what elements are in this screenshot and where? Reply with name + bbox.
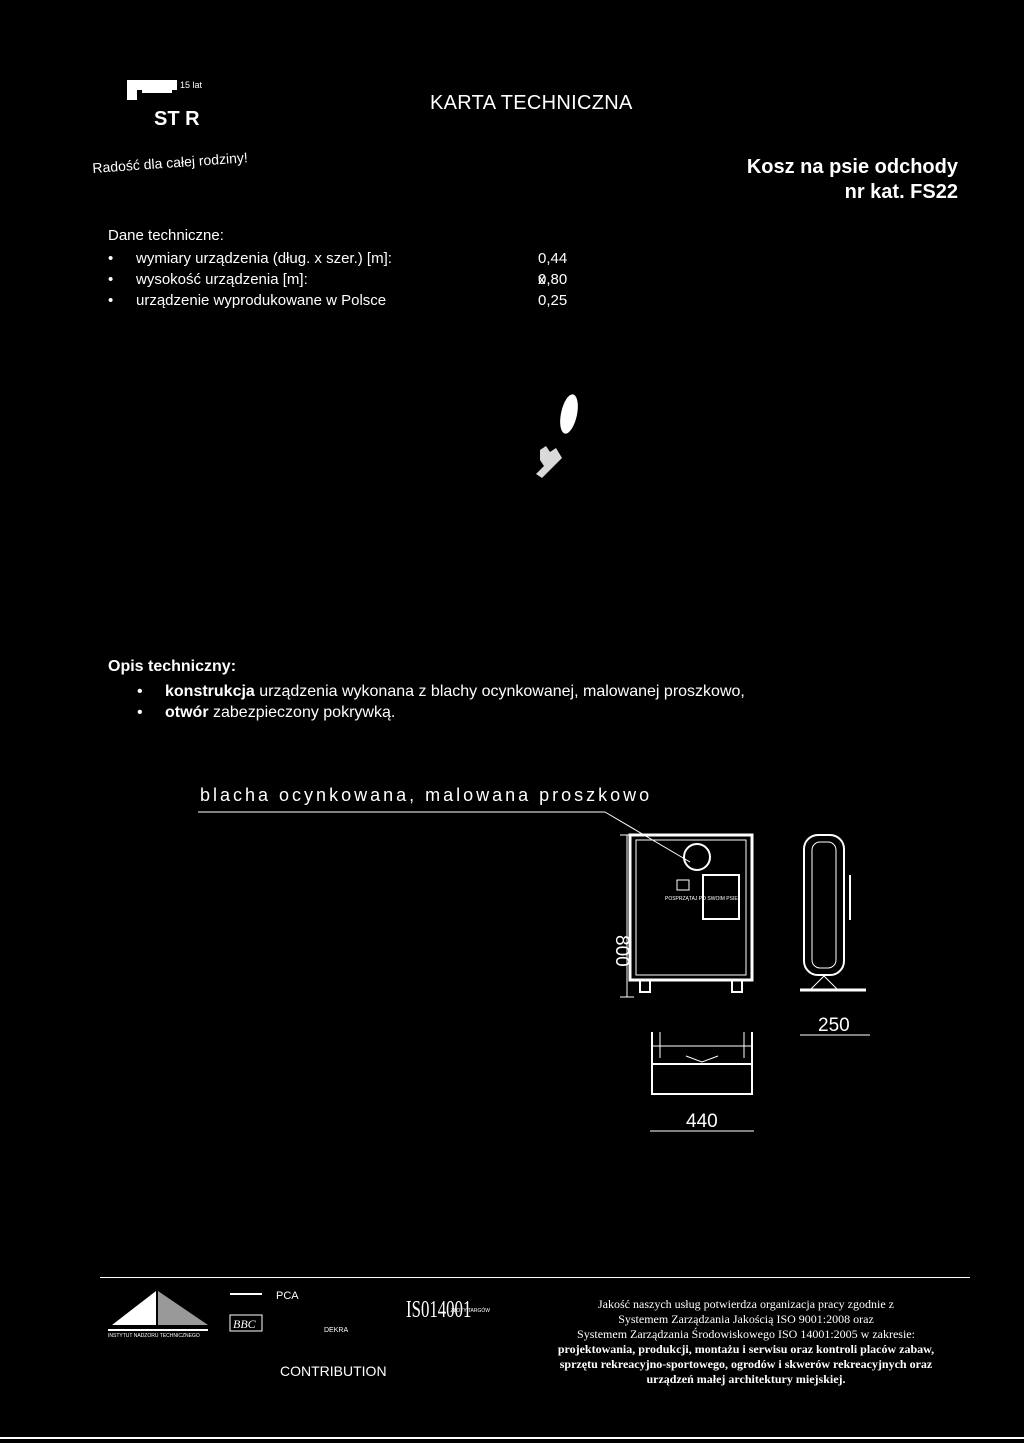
spec-item: urządzenie wyprodukowane w Polsce [108,290,392,311]
iso-14001-mark: IS014001 [406,1297,472,1323]
spec-value: 0,44 x 0,25 [538,250,568,309]
bbc-logo: BBC [233,1317,257,1331]
pca-logo: PCA [276,1290,299,1302]
technical-drawing: POSPRZĄTAJ PO SWOIM PSIE 800 440 250 [198,811,870,1132]
footer-divider [100,1277,970,1278]
logo-badge: 15 lat [180,80,203,90]
document-title: KARTA TECHNICZNA [430,92,633,114]
contribution-label: CONTRIBUTION [280,1363,387,1379]
award-logo: ZŁOTY TARGÓW [451,1307,491,1314]
spec-item: wymiary urządzenia (dług. x szer.) [m]: … [108,248,567,309]
page-bottom-border [0,1437,1024,1439]
depth-dimension: 250 [818,1015,850,1036]
technical-description: Opis techniczny: konstrukcja urządzenia … [108,656,745,723]
logo-text: ST R [154,108,200,128]
description-item: konstrukcja urządzenia wykonana z blachy… [137,681,745,702]
description-item: otwór zabezpieczony pokrywką. [137,702,745,723]
quality-statement: Jakość naszych usług potwierdza organiza… [557,1297,935,1386]
spec-item: wysokość urządzenia [m]: 0,80 [108,269,567,290]
dekra-logo: DEKRA [324,1327,348,1334]
height-dimension: 800 [611,935,632,967]
svg-text:INSTYTUT NADZORU TECHNICZNEGO: INSTYTUT NADZORU TECHNICZNEGO [108,1333,200,1339]
material-label: blacha ocynkowana, malowana proszkowo [200,785,653,805]
certification-logos: INSTYTUT NADZORU TECHNICZNEGO BBC PCA DE… [108,1290,491,1339]
product-name: Kosz na psie odchody [746,156,958,178]
width-dimension: 440 [686,1111,718,1132]
description-heading: Opis techniczny: [108,658,237,675]
product-photo [520,390,600,500]
company-logo: 15 lat ST R [122,78,222,130]
front-sign: POSPRZĄTAJ PO SWOIM PSIE [665,896,738,902]
slogan: Radość dla całej rodziny! [91,149,249,176]
technical-data: Dane techniczne: wymiary urządzenia (dłu… [108,225,567,311]
product-catalog-number: nr kat. FS22 [844,181,958,203]
technical-data-heading: Dane techniczne: [108,227,224,244]
int-logo: INSTYTUT NADZORU TECHNICZNEGO [108,1291,208,1339]
spec-value: 0,80 [538,271,568,288]
product-heading: Kosz na psie odchody nr kat. FS22 [747,155,958,205]
